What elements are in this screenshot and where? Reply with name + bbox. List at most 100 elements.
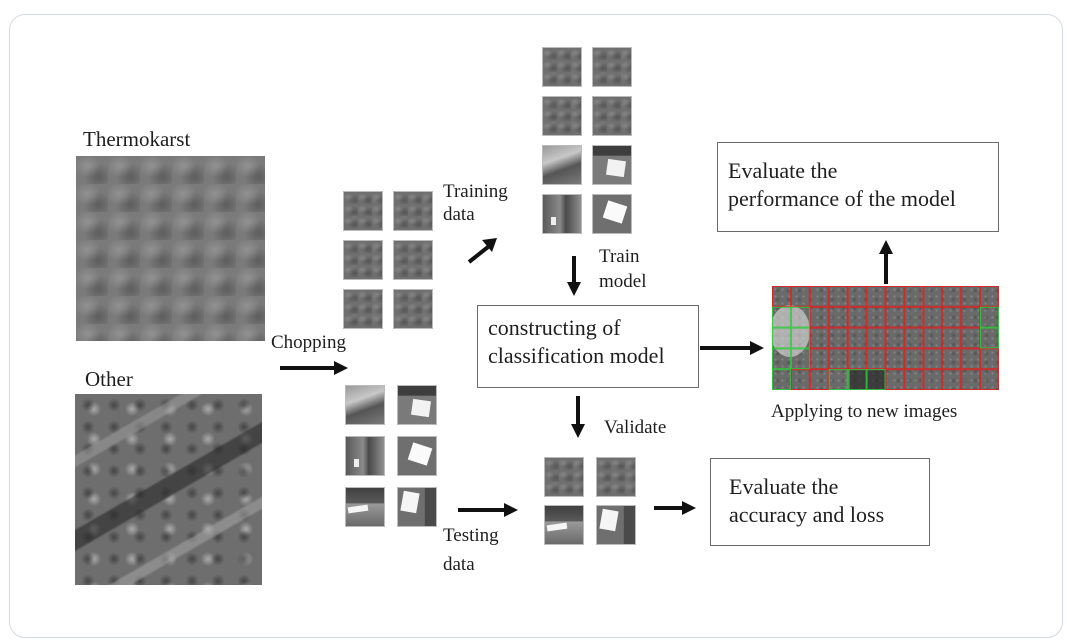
grid-cell-thermokarst <box>866 327 886 349</box>
classification-model-box: constructing of classification model <box>477 305 699 388</box>
other-tile <box>345 436 385 476</box>
grid-cell-thermokarst <box>866 348 886 370</box>
grid-cell-other <box>980 327 1000 349</box>
accuracy-box-line2: accuracy and loss <box>729 502 885 527</box>
thermokarst-tile <box>393 191 433 231</box>
grid-cell-thermokarst <box>809 306 829 328</box>
thermokarst-label: Thermokarst <box>83 127 191 151</box>
grid-cell-thermokarst <box>904 369 924 390</box>
classified-new-image <box>770 286 1000 390</box>
thermokarst-source-image <box>76 156 265 341</box>
thermokarst-tile <box>393 240 433 280</box>
chopping-arrow <box>280 361 348 375</box>
other-tile <box>592 194 632 234</box>
other-tile <box>542 145 582 185</box>
grid-cell-thermokarst <box>828 286 848 307</box>
grid-cell-thermokarst <box>809 286 829 307</box>
other-tile <box>596 505 636 545</box>
thermokarst-tile <box>542 47 582 87</box>
grid-cell-thermokarst <box>961 369 981 390</box>
chopping-label: Chopping <box>271 332 346 353</box>
testing-arrow <box>458 503 518 517</box>
grid-cell-thermokarst <box>961 306 981 328</box>
grid-cell-thermokarst <box>961 286 981 307</box>
train-model-label-line1: Train <box>599 246 640 267</box>
thermokarst-tile <box>343 289 383 329</box>
grid-cell-thermokarst <box>885 327 905 349</box>
grid-cell-other <box>828 369 848 390</box>
evaluate-performance-box: Evaluate the performance of the model <box>717 142 999 232</box>
grid-cell-thermokarst <box>809 348 829 370</box>
other-tile <box>542 194 582 234</box>
grid-cell-thermokarst <box>866 306 886 328</box>
grid-cell-thermokarst <box>866 286 886 307</box>
grid-cell-thermokarst <box>790 369 810 390</box>
apply-arrow <box>700 341 764 355</box>
classification-grid <box>770 286 1000 390</box>
grid-cell-thermokarst <box>923 286 943 307</box>
grid-cell-thermokarst <box>942 327 962 349</box>
train-model-label-line2: model <box>599 271 647 292</box>
grid-cell-thermokarst <box>885 348 905 370</box>
performance-arrow <box>879 240 893 284</box>
grid-cell-thermokarst <box>904 306 924 328</box>
grid-cell-thermokarst <box>847 286 867 307</box>
thermokarst-tile <box>393 289 433 329</box>
thermokarst-tile <box>544 457 584 497</box>
training-data-label-line1: Training <box>443 181 508 202</box>
thermokarst-tile <box>343 240 383 280</box>
other-tile <box>592 145 632 185</box>
grid-cell-thermokarst <box>904 286 924 307</box>
grid-cell-thermokarst <box>980 348 1000 370</box>
applying-label: Applying to new images <box>771 401 958 422</box>
grid-cell-thermokarst <box>790 286 810 307</box>
grid-cell-thermokarst <box>847 327 867 349</box>
grid-cell-thermokarst <box>885 286 905 307</box>
grid-cell-thermokarst <box>904 327 924 349</box>
grid-cell-thermokarst <box>809 327 829 349</box>
other-label: Other <box>85 367 133 391</box>
thermokarst-tile <box>592 96 632 136</box>
grid-cell-thermokarst <box>847 348 867 370</box>
thermokarst-tile <box>592 47 632 87</box>
training-arrow <box>467 238 497 264</box>
grid-cell-thermokarst <box>980 369 1000 390</box>
grid-cell-other <box>790 306 810 328</box>
grid-cell-thermokarst <box>942 286 962 307</box>
other-tile <box>345 385 385 425</box>
grid-cell-other <box>980 306 1000 328</box>
grid-cell-other <box>772 348 791 370</box>
grid-cell-other <box>772 306 791 328</box>
grid-cell-thermokarst <box>961 348 981 370</box>
grid-cell-other <box>772 369 791 390</box>
grid-cell-thermokarst <box>942 348 962 370</box>
grid-cell-thermokarst <box>942 306 962 328</box>
grid-cell-thermokarst <box>809 369 829 390</box>
dark-patch <box>850 370 886 390</box>
other-source-image <box>75 394 262 585</box>
grid-cell-thermokarst <box>980 286 1000 307</box>
thermokarst-tile <box>343 191 383 231</box>
other-tile <box>345 487 385 527</box>
model-box-line1: constructing of <box>488 315 621 340</box>
grid-cell-thermokarst <box>923 348 943 370</box>
performance-box-line2: performance of the model <box>728 186 956 211</box>
grid-cell-other <box>772 327 791 349</box>
grid-cell-thermokarst <box>885 306 905 328</box>
model-box-line2: classification model <box>488 343 665 368</box>
grid-cell-thermokarst <box>885 369 905 390</box>
thermokarst-tile <box>542 96 582 136</box>
grid-cell-thermokarst <box>942 369 962 390</box>
grid-cell-thermokarst <box>904 348 924 370</box>
grid-cell-thermokarst <box>961 327 981 349</box>
grid-cell-thermokarst <box>828 348 848 370</box>
performance-box-line1: Evaluate the <box>728 158 838 183</box>
grid-cell-thermokarst <box>847 306 867 328</box>
training-data-label-line2: data <box>443 204 475 225</box>
grid-cell-other <box>790 348 810 370</box>
accuracy-arrow <box>654 501 696 515</box>
validate-arrow <box>571 396 585 438</box>
other-tile <box>397 487 437 527</box>
testing-data-label-line2: data <box>443 554 475 575</box>
other-tile <box>397 385 437 425</box>
